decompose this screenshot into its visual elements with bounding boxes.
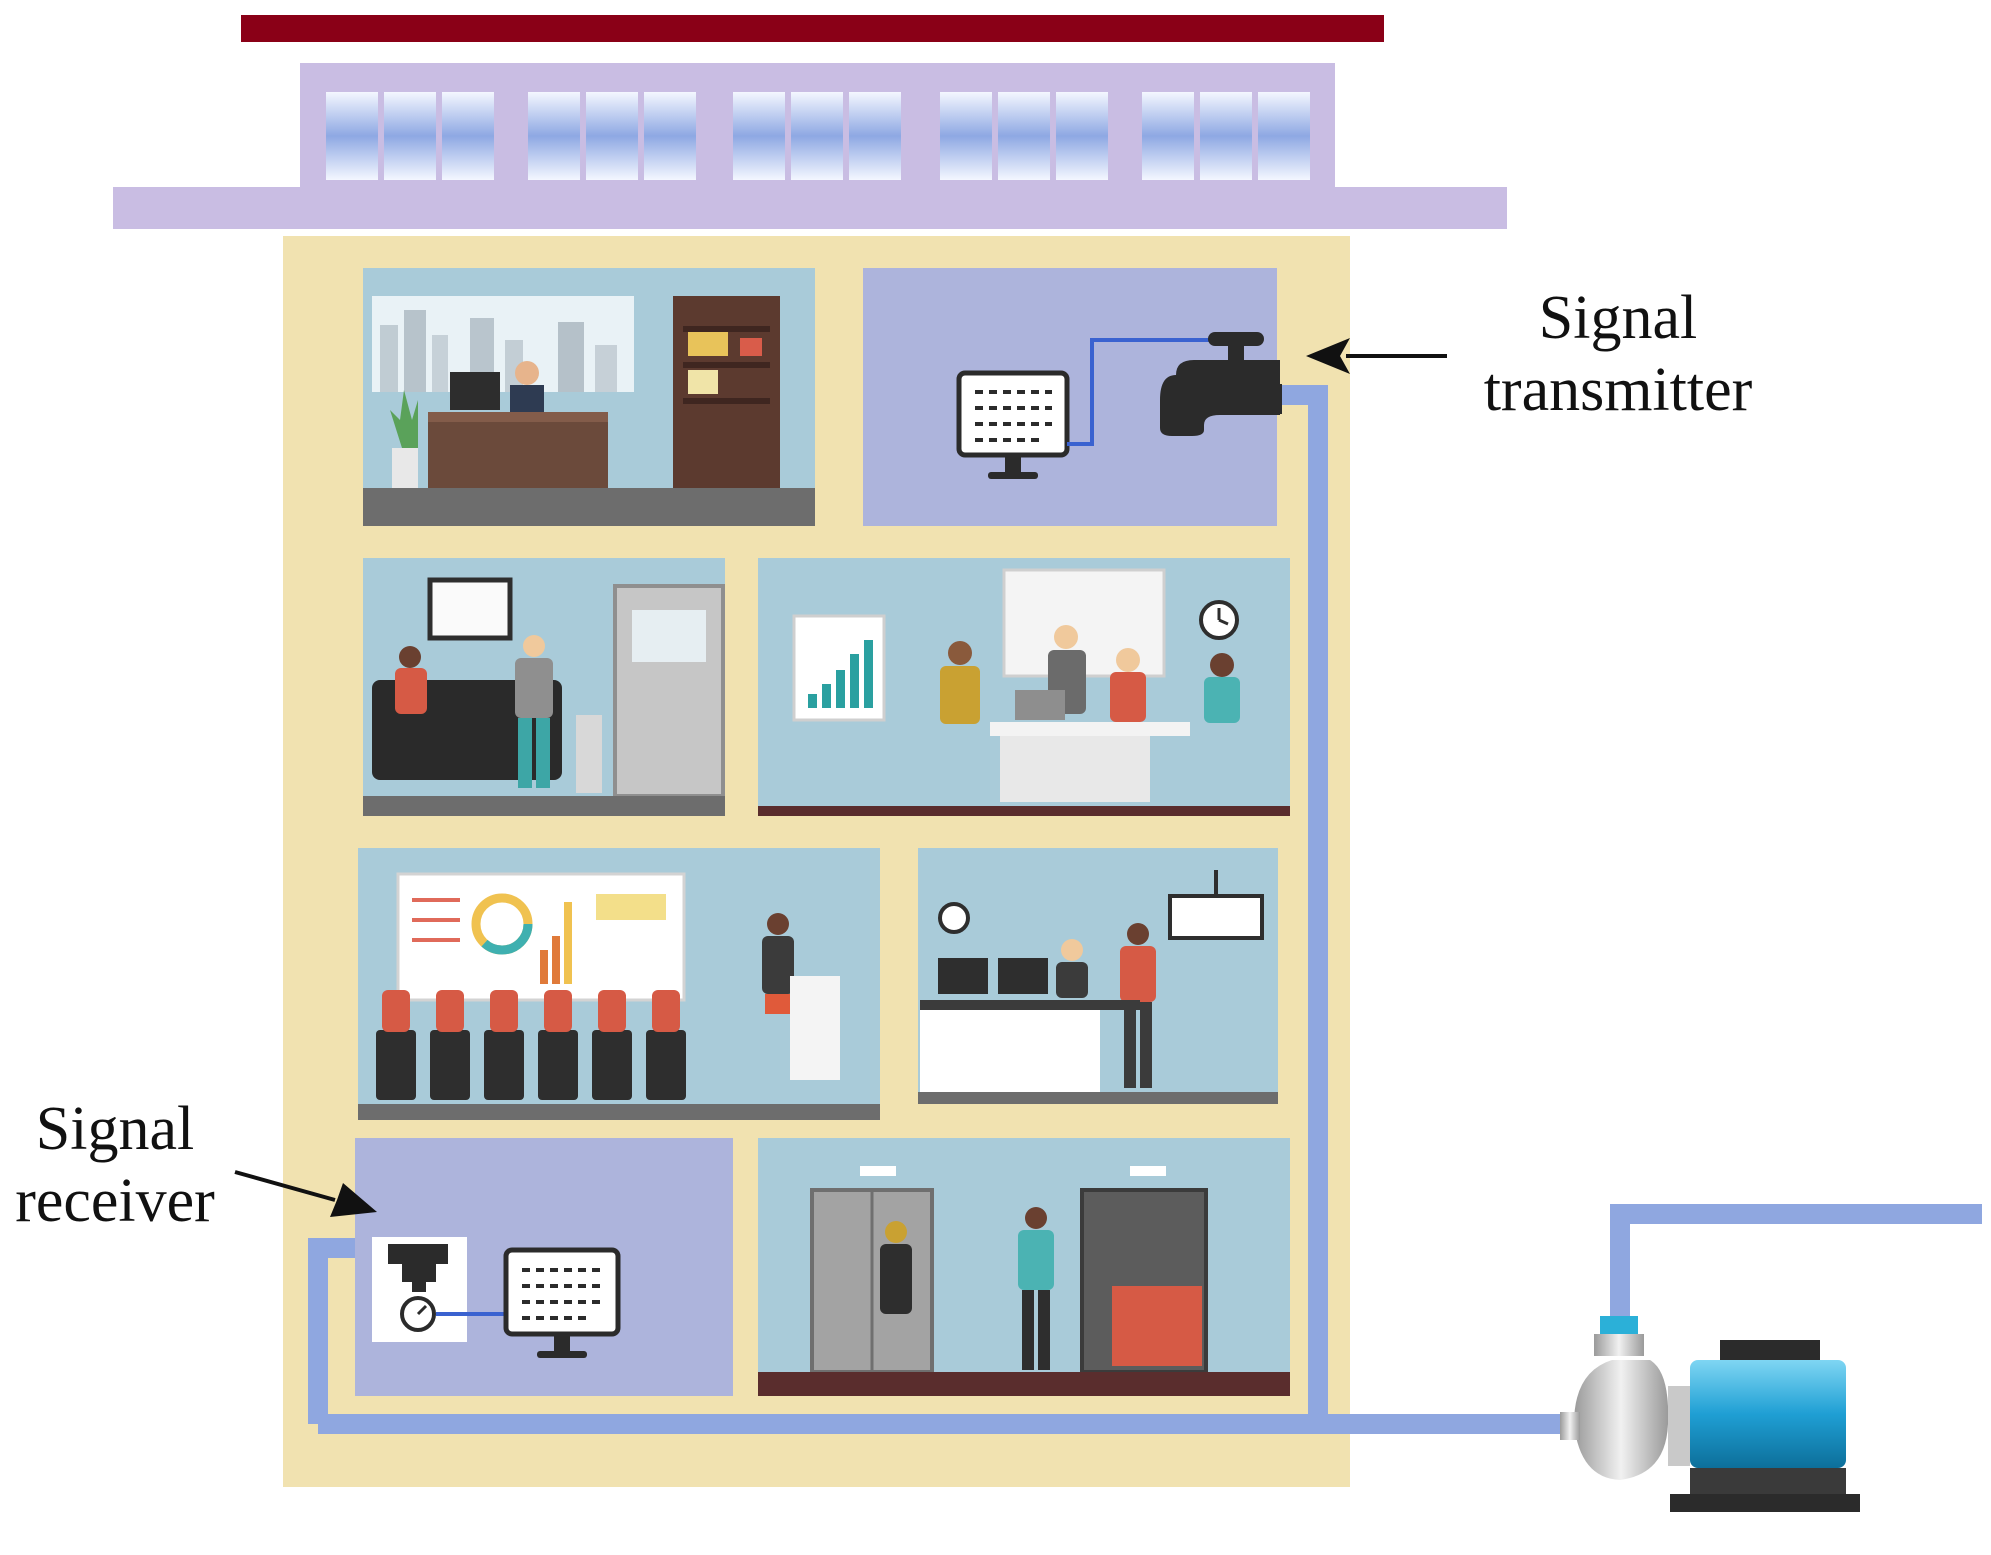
signal-transmitter-label-line2: transmitter bbox=[1483, 356, 1753, 424]
lobby-waiting-room bbox=[363, 558, 725, 816]
signal-transmitter-room bbox=[863, 268, 1282, 526]
monitor-icon bbox=[956, 370, 1070, 479]
signal-receiver-label: Signal receiver bbox=[0, 1093, 230, 1237]
roof-windows bbox=[326, 92, 1310, 180]
arrow-icon bbox=[1306, 338, 1447, 374]
office-room bbox=[363, 268, 815, 526]
roof bbox=[113, 15, 1507, 229]
monitor-icon bbox=[503, 1247, 621, 1358]
pressure-sensor-icon bbox=[372, 1237, 467, 1342]
reception-room bbox=[918, 848, 1278, 1104]
arrow-icon bbox=[234, 1170, 377, 1217]
roof-eave bbox=[113, 187, 1507, 229]
signal-transmitter-label: Signal transmitter bbox=[1468, 282, 1768, 426]
elevator-hall bbox=[758, 1138, 1290, 1396]
water-pump-icon bbox=[1560, 1316, 1860, 1512]
presentation-room bbox=[358, 848, 880, 1120]
water-pipe bbox=[308, 385, 1982, 1434]
meeting-room bbox=[758, 558, 1290, 816]
signal-receiver-label-line1: Signal bbox=[35, 1095, 195, 1163]
signal-transmitter-label-line1: Signal bbox=[1538, 284, 1698, 352]
signal-wire bbox=[1067, 338, 1220, 446]
roof-band bbox=[241, 15, 1384, 42]
faucet-icon bbox=[1160, 332, 1282, 436]
signal-receiver-room bbox=[355, 1138, 733, 1396]
signal-receiver-label-line2: receiver bbox=[15, 1167, 215, 1235]
